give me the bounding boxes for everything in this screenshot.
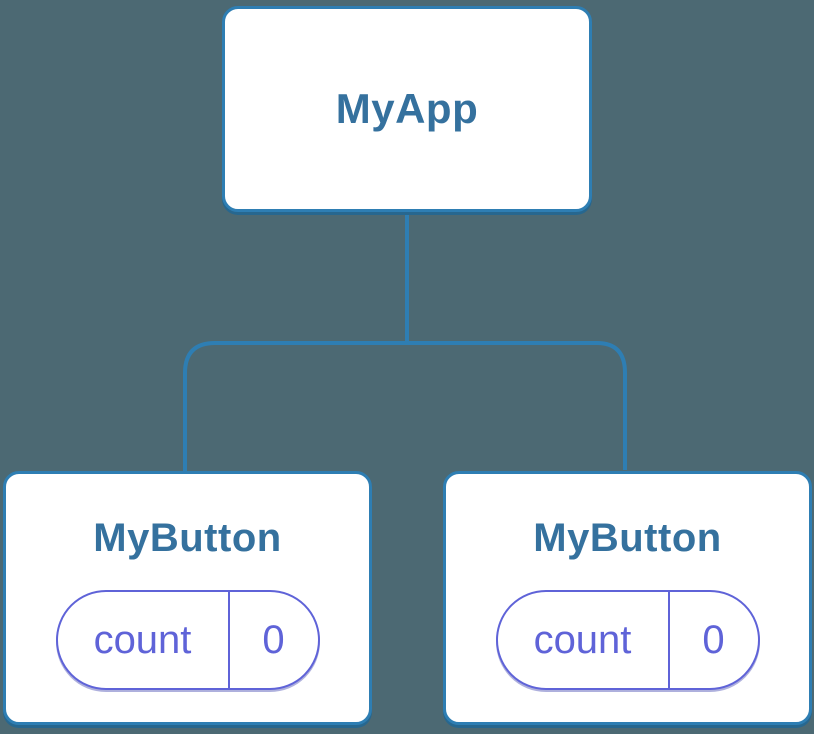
- state-pill: count 0: [495, 590, 760, 690]
- component-label: MyApp: [335, 85, 479, 132]
- component-node-mybutton-left: MyButton count 0: [3, 471, 372, 725]
- state-pill: count 0: [55, 590, 320, 690]
- component-label: MyButton: [533, 516, 722, 560]
- state-name: count: [93, 617, 192, 662]
- state-value: 0: [667, 592, 758, 688]
- state-name: count: [533, 617, 632, 662]
- component-node-myapp: MyApp: [222, 6, 592, 212]
- component-node-mybutton-right: MyButton count 0: [443, 471, 812, 725]
- connector-branch: [183, 341, 627, 471]
- state-value: 0: [227, 592, 318, 688]
- component-label: MyButton: [93, 516, 282, 560]
